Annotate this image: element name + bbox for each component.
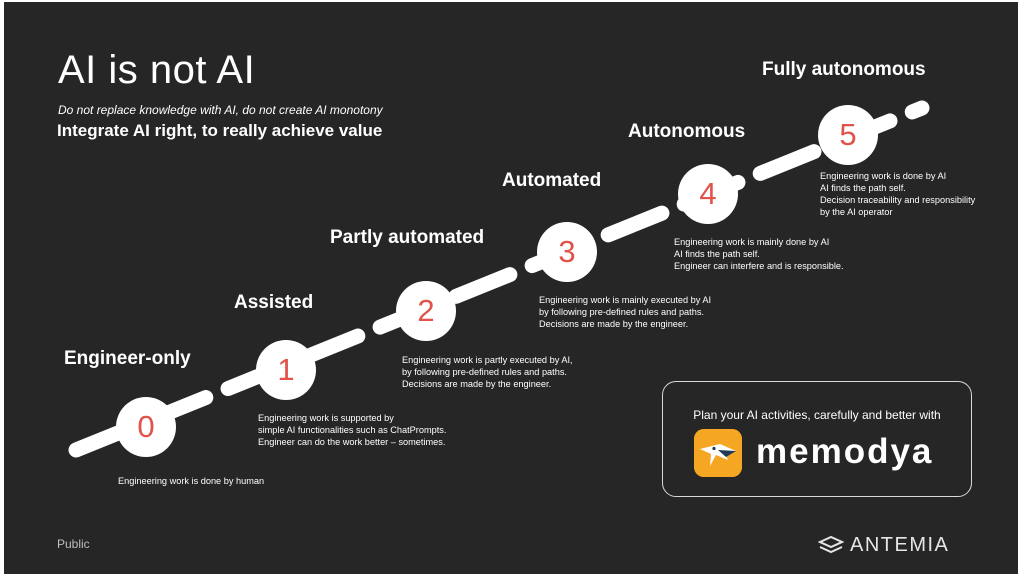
stage-0-description: Engineering work is done by human	[118, 475, 264, 487]
memodya-promo-box[interactable]: Plan your AI activities, carefully and b…	[662, 381, 972, 497]
stage-3-label: Automated	[502, 170, 602, 191]
stage-5-label: Fully autonomous	[762, 59, 926, 80]
stage-0-circle: 0	[116, 397, 176, 457]
subtitle-italic: Do not replace knowledge with AI, do not…	[58, 103, 383, 117]
stage-2-description: Engineering work is partly executed by A…	[402, 354, 573, 390]
stage-4-circle: 4	[678, 164, 738, 224]
desc-line: Engineering work is done by human	[118, 476, 265, 486]
promo-text: Plan your AI activities, carefully and b…	[693, 408, 941, 422]
progression-track	[68, 100, 930, 458]
desc-line: Decisions are made by the engineer.	[539, 319, 689, 329]
desc-line: AI finds the path self.	[820, 183, 906, 193]
stage-0-label: Engineer-only	[64, 348, 191, 369]
stage-1-description: Engineering work is supported by simple …	[258, 412, 446, 448]
desc-line: Engineering work is supported by	[258, 413, 394, 423]
stage-4-label: Autonomous	[628, 121, 746, 142]
stage-5-description: Engineering work is done by AI AI finds …	[820, 170, 975, 218]
desc-line: simple AI functionalities such as ChatPr…	[258, 425, 447, 435]
stage-1-circle: 1	[256, 340, 316, 400]
stage-3-description: Engineering work is mainly executed by A…	[539, 294, 711, 330]
desc-line: Decision traceability and responsibility	[820, 195, 976, 205]
desc-line: by following pre-defined rules and paths…	[539, 307, 704, 317]
desc-line: by the AI operator	[820, 207, 893, 217]
desc-line: by following pre-defined rules and paths…	[402, 367, 567, 377]
desc-line: Engineering work is partly executed by A…	[402, 355, 573, 365]
desc-line: Engineering work is mainly executed by A…	[539, 295, 712, 305]
desc-line: Engineer can interfere and is responsibl…	[674, 261, 844, 271]
stage-2-circle: 2	[396, 281, 456, 341]
desc-line: Engineer can do the work better – someti…	[258, 437, 446, 447]
memodya-bird-logo-icon	[694, 429, 742, 477]
stage-1-label: Assisted	[234, 292, 314, 313]
stage-3-circle: 3	[537, 222, 597, 282]
classification-label: Public	[57, 537, 90, 551]
slide: AI is not AI Do not replace knowledge wi…	[4, 2, 1018, 574]
slide-title: AI is not AI	[58, 48, 256, 92]
stage-4-description: Engineering work is mainly done by AI AI…	[674, 236, 844, 272]
stage-2-label: Partly automated	[330, 227, 485, 248]
company-name: ANTEMIA	[850, 534, 950, 556]
dashed-path-line	[68, 100, 930, 458]
desc-line: AI finds the path self.	[674, 249, 760, 259]
stage-5-circle: 5	[818, 105, 878, 165]
desc-line: Engineering work is done by AI	[820, 171, 947, 181]
memodya-brand-name: memodya	[756, 432, 934, 471]
company-logo: ANTEMIA	[818, 534, 949, 557]
subtitle-bold: Integrate AI right, to really achieve va…	[57, 121, 383, 140]
antemia-logo-icon	[818, 535, 844, 553]
desc-line: Decisions are made by the engineer.	[402, 379, 552, 389]
desc-line: Engineering work is mainly done by AI	[674, 237, 830, 247]
